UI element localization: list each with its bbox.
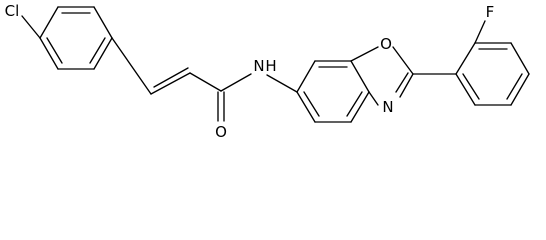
bond-ring-vinyl bbox=[111, 37, 152, 95]
double-bond-inner bbox=[506, 73, 523, 100]
bond-n-ring bbox=[266, 74, 298, 93]
chlorophenyl-ring bbox=[39, 6, 113, 70]
amide-hydrogen-label: H bbox=[265, 57, 276, 75]
double-bond-inner bbox=[153, 67, 189, 88]
bond bbox=[510, 73, 530, 106]
carbonyl-oxygen-label: O bbox=[215, 123, 227, 141]
bond-vinyl-carbonyl bbox=[189, 72, 222, 92]
bond bbox=[93, 37, 113, 70]
double-bond-inner bbox=[89, 37, 106, 64]
bond bbox=[296, 60, 316, 93]
bond bbox=[39, 6, 59, 39]
bond bbox=[510, 42, 530, 75]
double-bond-inner bbox=[395, 72, 409, 93]
double-bond-inner bbox=[346, 91, 363, 117]
bond bbox=[368, 91, 379, 106]
benzoxazole-benzene-ring bbox=[296, 60, 370, 123]
bond bbox=[350, 91, 370, 123]
bond bbox=[93, 6, 113, 39]
double-bond-inner bbox=[46, 37, 63, 64]
bond bbox=[39, 37, 59, 70]
double-bond-inner bbox=[303, 91, 320, 117]
bond-c-cl bbox=[21, 15, 41, 39]
bond bbox=[350, 46, 379, 62]
oxazole-ring bbox=[350, 46, 414, 106]
bond bbox=[455, 42, 476, 75]
double-bond-inner bbox=[462, 73, 480, 100]
bond bbox=[455, 73, 476, 106]
chlorine-atom-label: Cl bbox=[5, 2, 20, 20]
oxazole-nitrogen-label: N bbox=[382, 98, 393, 116]
bond bbox=[296, 91, 316, 123]
bond bbox=[350, 60, 370, 93]
bond-c-n bbox=[220, 73, 252, 92]
bond-vinyl-double bbox=[150, 72, 191, 95]
amide-nitrogen-label: N bbox=[253, 57, 264, 75]
bond-c-f bbox=[474, 20, 486, 44]
oxazole-oxygen-label: O bbox=[380, 35, 392, 53]
bond bbox=[392, 46, 414, 75]
bond bbox=[399, 73, 414, 98]
chemical-structure-diagram: Cl O N H O N bbox=[5, 2, 530, 141]
fluorine-atom-label: F bbox=[486, 3, 495, 21]
fluorophenyl-ring bbox=[455, 42, 530, 106]
